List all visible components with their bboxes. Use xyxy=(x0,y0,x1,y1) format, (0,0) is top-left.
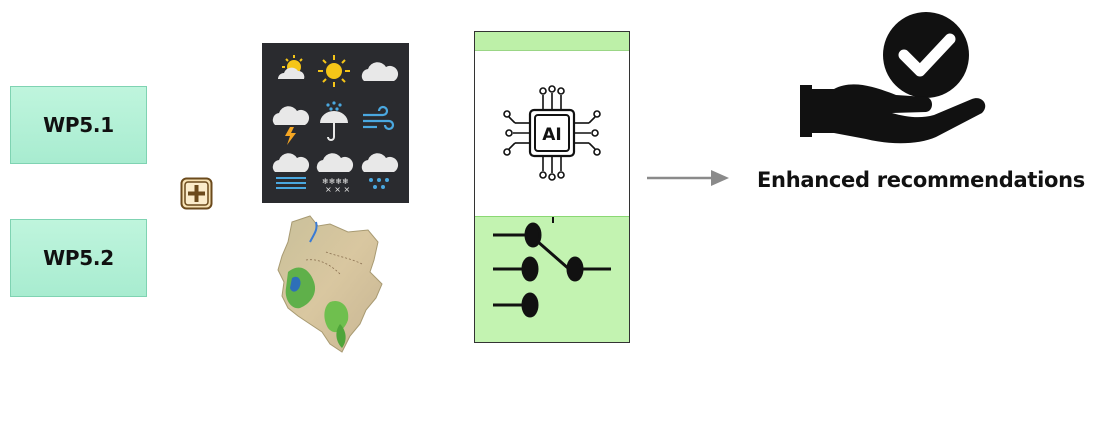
svg-text:❄❄❄❄: ❄❄❄❄ xyxy=(322,177,349,186)
windy-icon xyxy=(363,105,395,131)
partly-sunny-icon xyxy=(278,55,305,79)
ai-chip-icon: AI xyxy=(503,85,601,181)
ai-chip-label: AI xyxy=(542,125,561,145)
decision-network-icon xyxy=(493,217,611,318)
snow-icon: ❄❄❄❄× × × xyxy=(316,153,354,194)
decision-network-area xyxy=(475,216,629,342)
weather-icons-panel: ❄❄❄❄× × × xyxy=(262,43,409,203)
thunderstorm-icon xyxy=(272,106,310,145)
ai-model-panel: AI xyxy=(474,31,630,343)
wp5-2-box: WP5.2 xyxy=(10,219,147,297)
wp5-2-label: WP5.2 xyxy=(43,246,114,270)
fog-icon xyxy=(272,153,310,189)
plus-box-icon xyxy=(180,177,213,210)
kenya-terrain-map xyxy=(277,215,383,353)
hand-check-icon xyxy=(800,12,986,144)
right-arrow-icon xyxy=(647,170,729,186)
svg-text:× × ×: × × × xyxy=(325,185,350,194)
umbrella-rain-icon xyxy=(320,101,348,141)
ai-panel-header-strip xyxy=(475,32,629,51)
wp5-1-label: WP5.1 xyxy=(43,113,114,137)
sunny-icon xyxy=(318,55,350,87)
cloudy-icon xyxy=(361,62,399,81)
wp5-1-box: WP5.1 xyxy=(10,86,147,164)
rain-icon xyxy=(361,153,399,189)
ai-chip-area: AI xyxy=(475,51,629,216)
output-label: Enhanced recommendations xyxy=(757,168,1085,192)
